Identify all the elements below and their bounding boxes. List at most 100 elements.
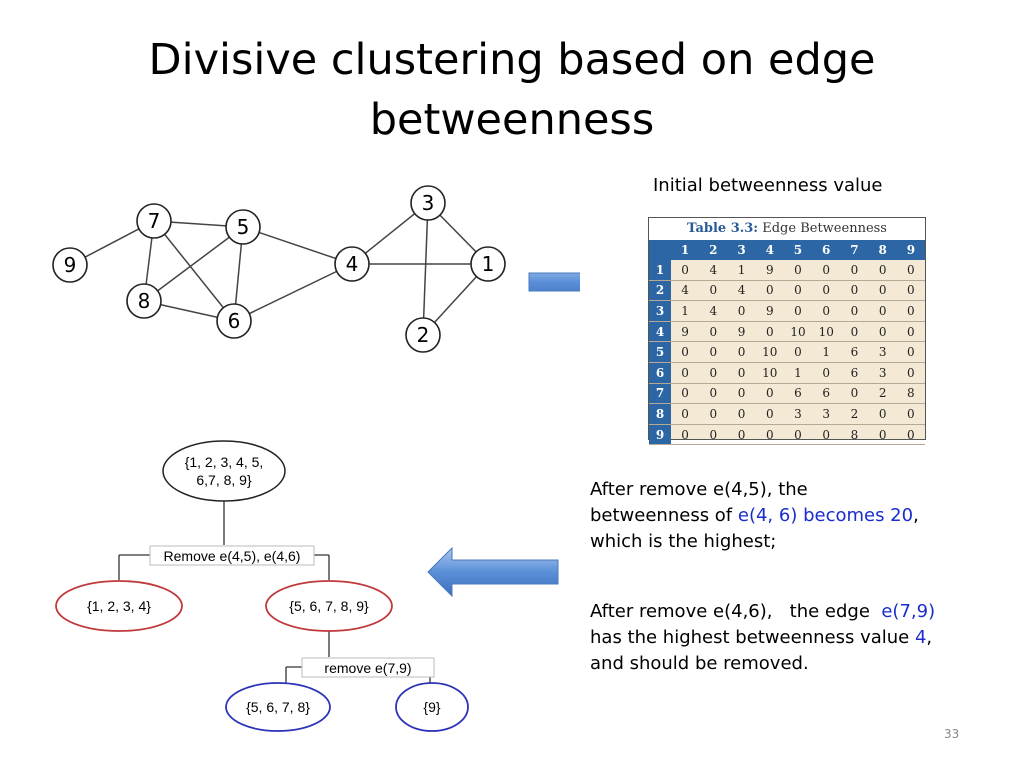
table-cell: 3 — [868, 341, 897, 363]
table-cell: 9 — [755, 300, 784, 322]
right-arrow-icon — [528, 272, 580, 292]
table-cell: 0 — [840, 383, 869, 405]
row-header: 1 — [649, 260, 671, 281]
table-cell: 10 — [783, 321, 813, 343]
cluster-right: {5, 6, 7, 8, 9} — [265, 580, 393, 632]
table-cell: 1 — [671, 300, 700, 322]
table-cell: 0 — [812, 300, 841, 322]
table-cell: 10 — [755, 341, 784, 363]
table-cell: 0 — [896, 300, 925, 322]
table-cell: 0 — [896, 362, 925, 384]
table-cell: 0 — [812, 424, 841, 446]
slide-title: Divisive clustering based on edge betwee… — [62, 30, 962, 150]
note-paragraph-1: After remove e(4,5), the betweenness of … — [590, 477, 1015, 555]
row-header: 3 — [649, 300, 671, 322]
leaf-b-label: {9} — [423, 699, 440, 715]
table-cell: 0 — [783, 260, 813, 281]
note-2-line-2: has the highest betweenness value 4, — [590, 625, 1015, 651]
table-cell: 0 — [896, 341, 925, 363]
table-cell: 0 — [727, 403, 756, 425]
graph-node-8: 8 — [126, 283, 162, 319]
leaf-a-label: {5, 6, 7, 8} — [246, 699, 310, 715]
table-cell: 0 — [812, 362, 841, 384]
table-cell: 0 — [699, 280, 728, 302]
cluster-tree: {1, 2, 3, 4, 5, 6,7, 8, 9} Remove e(4,5)… — [55, 440, 469, 732]
table-cell: 1 — [812, 341, 841, 363]
note-1-line-3: which is the highest; — [590, 531, 777, 552]
table-cell: 9 — [727, 321, 756, 343]
table-heading-text: Edge Betweenness — [762, 221, 887, 236]
table-cell: 0 — [699, 383, 728, 405]
row-header: 4 — [649, 321, 671, 343]
column-header: 4 — [755, 240, 784, 260]
table-heading: Table 3.3: Edge Betweenness — [649, 218, 925, 240]
row-header: 9 — [649, 424, 671, 446]
note-2-line-1: After remove e(4,6), the edge e(7,9) — [590, 599, 1015, 625]
graph-node-1: 1 — [470, 246, 506, 282]
split-label-2-text: remove e(7,9) — [324, 660, 411, 676]
title-line-1: Divisive clustering based on edge — [148, 35, 876, 85]
table-heading-label: Table 3.3: — [687, 221, 759, 236]
graph-edge-8-5 — [143, 226, 244, 302]
table-cell: 0 — [783, 280, 813, 302]
table-cell: 3 — [812, 403, 841, 425]
table-cell: 0 — [868, 424, 897, 446]
graph-node-2: 2 — [405, 317, 441, 353]
table-cell: 2 — [868, 383, 897, 405]
graph-edge-5-4 — [242, 226, 353, 265]
table-cell: 0 — [755, 383, 784, 405]
row-header: 7 — [649, 383, 671, 405]
table-cell: 0 — [699, 321, 728, 343]
graph-node-4: 4 — [334, 246, 370, 282]
column-header: 6 — [812, 240, 841, 260]
table-cell: 0 — [671, 362, 700, 384]
table-cell: 8 — [896, 383, 925, 405]
note-1-comma: , — [913, 505, 919, 526]
note-1-line-2: betweenness of e(4, 6) becomes 20, — [590, 503, 1015, 529]
graph-node-label: 7 — [148, 209, 161, 233]
table-cell: 0 — [727, 341, 756, 363]
leaf-a: {5, 6, 7, 8} — [225, 682, 331, 732]
cluster-left-label: {1, 2, 3, 4} — [87, 598, 151, 614]
graph-node-6: 6 — [216, 303, 252, 339]
page-number: 33 — [944, 727, 960, 741]
column-header: 3 — [727, 240, 756, 260]
graph-edge-6-4 — [233, 263, 353, 322]
graph-node-label: 8 — [138, 289, 151, 313]
table-cell: 0 — [727, 300, 756, 322]
table-cell: 0 — [896, 403, 925, 425]
table-cell: 0 — [699, 403, 728, 425]
table-cell: 1 — [783, 362, 813, 384]
table-cell: 0 — [868, 280, 897, 302]
table-cell: 0 — [755, 403, 784, 425]
table-cell: 0 — [671, 424, 700, 446]
table-cell: 0 — [755, 280, 784, 302]
graph-node-label: 1 — [482, 252, 495, 276]
table-cell: 3 — [868, 362, 897, 384]
table-caption: Initial betweenness value — [653, 175, 883, 196]
table-cell: 0 — [699, 341, 728, 363]
table-cell: 6 — [840, 341, 869, 363]
note-2-text: After remove e(4,6), the edge — [590, 601, 882, 622]
table-cell: 3 — [783, 403, 813, 425]
note-paragraph-2: After remove e(4,6), the edge e(7,9) has… — [590, 599, 1015, 677]
table-cell: 4 — [727, 280, 756, 302]
table-cell: 0 — [783, 300, 813, 322]
table-cell: 0 — [727, 383, 756, 405]
table-cell: 2 — [840, 403, 869, 425]
note-2-line-3: and should be removed. — [590, 653, 809, 674]
tree-root-line-1: {1, 2, 3, 4, 5, — [185, 454, 264, 470]
column-header: 8 — [868, 240, 897, 260]
note-2-highlight-value: 4 — [914, 627, 927, 648]
graph-edge-7-6 — [153, 220, 235, 322]
table-cell: 9 — [755, 260, 784, 281]
left-arrow-icon — [427, 546, 559, 598]
